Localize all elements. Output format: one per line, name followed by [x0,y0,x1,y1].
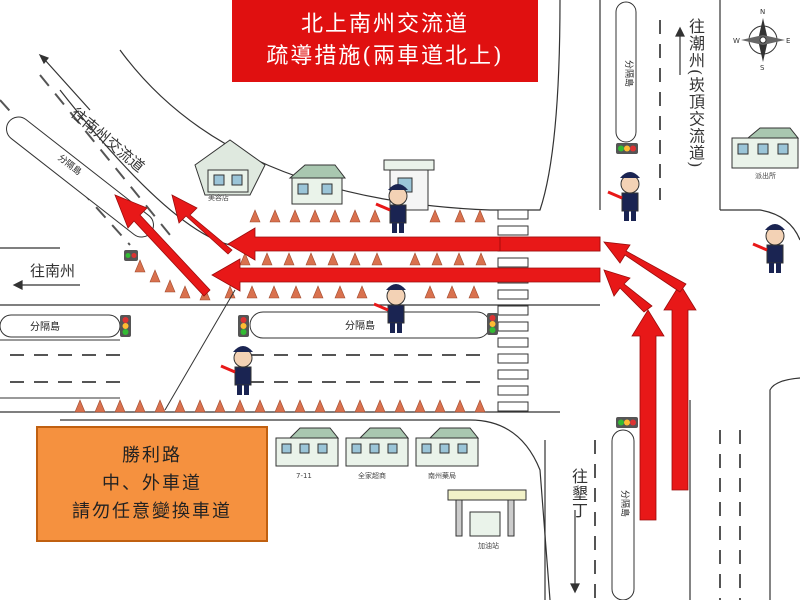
callout-line [164,289,236,411]
title-line-1: 北上南州交流道 [300,12,469,37]
traffic-light-icon [238,315,249,337]
divider-island-top-right [615,1,637,143]
notice-line-2: 中、外車道 [102,473,202,494]
building-icon [288,164,347,205]
police-officer-icon [375,184,408,233]
traffic-light-icon [124,250,138,261]
building-label: 加油站 [478,541,499,550]
traffic-flow-arrows [114,194,697,521]
police-officer-icon [607,172,640,221]
police-officer-icon [373,284,406,333]
direction-label-nanzhou: 往南州 [30,262,75,280]
building-label: 美容店 [208,193,229,202]
divider-island-left [0,314,121,338]
traffic-light-icon [616,143,638,154]
island-label: 分隔島 [30,320,60,333]
building-icon [345,427,410,467]
direction-label-kenting: 往墾丁 [569,468,588,519]
building-label: 南州藥局 [428,471,456,480]
direction-label-chaozhou: 往潮州(崁頂交流道) [686,18,705,169]
building-icon [275,427,340,467]
title-line-2: 疏導措施(兩車道北上) [266,44,504,69]
compass-w: W [733,37,740,45]
compass-e: E [786,37,790,45]
notice-line-3: 請勿任意變換車道 [72,501,232,522]
island-label: 分隔島 [619,490,631,517]
building-icon [415,427,480,467]
divider-island-bottom-right [611,429,635,600]
traffic-light-icon [616,417,638,428]
lane-notice-box: 勝利路 中、外車道 請勿任意變換車道 [36,426,268,542]
police-officer-icon [752,224,785,273]
compass-icon [741,18,785,62]
traffic-cones [74,209,487,413]
building-label: 派出所 [755,171,776,180]
gas-station-icon [447,489,527,537]
traffic-light-icon [487,313,498,335]
building-label: 7-11 [296,472,312,480]
police-officer-icon [220,346,253,395]
building-label: 全家超商 [358,471,386,480]
traffic-light-icon [120,315,131,337]
building-icon [731,127,800,169]
building-icon [194,139,266,196]
compass-n: N [760,8,765,16]
notice-line-1: 勝利路 [122,445,182,466]
island-label: 分隔島 [345,319,375,332]
island-label: 分隔島 [623,60,635,87]
direction-arrow-icon [12,26,685,594]
title-banner: 北上南州交流道 疏導措施(兩車道北上) [232,0,538,82]
compass-s: S [760,64,765,72]
